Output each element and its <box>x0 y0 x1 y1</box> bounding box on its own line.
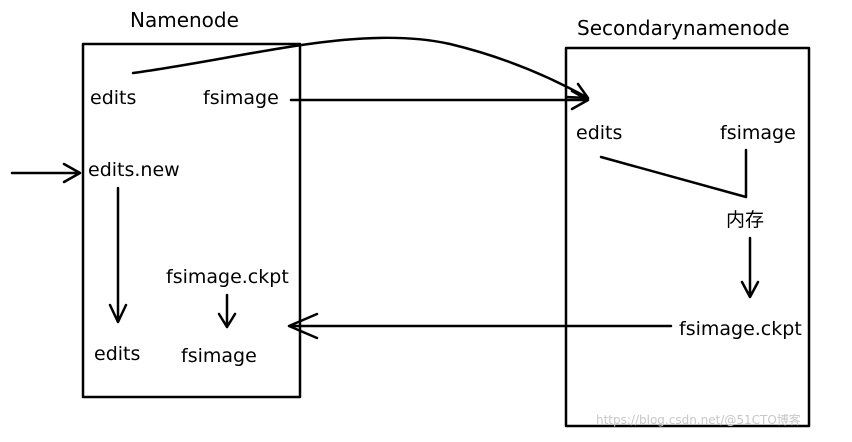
memory-to-ckpt-arrow <box>740 236 760 299</box>
secondary-fsimage-label: fsimage <box>720 122 796 144</box>
secondary-fsimage-ckpt-label: fsimage.ckpt <box>679 318 802 340</box>
watermark: https://blog.csdn.net/@51CTO博客 <box>596 412 801 427</box>
secondary-namenode-box <box>564 46 811 428</box>
merge-lines <box>599 148 748 199</box>
namenode-title: Namenode <box>130 8 239 32</box>
secondary-namenode-title: Secondarynamenode <box>577 16 790 40</box>
namenode-edits-bottom-label: edits <box>94 343 140 365</box>
namenode-box <box>81 42 302 399</box>
namenode-fsimage-label: fsimage <box>203 87 279 109</box>
edits-to-secondary-arrow <box>131 36 590 100</box>
ckpt-return-arrow <box>287 312 673 340</box>
incoming-arrow <box>10 162 82 184</box>
secondary-edits-label: edits <box>576 122 622 144</box>
namenode-fsimage-bottom-label: fsimage <box>181 345 257 367</box>
namenode-fsimage-ckpt-label: fsimage.ckpt <box>166 266 289 288</box>
edits-new-down-arrow <box>108 186 128 324</box>
namenode-edits-new-label: edits.new <box>88 159 180 181</box>
namenode-edits-label: edits <box>90 87 136 109</box>
secondary-memory-label: 内存 <box>726 209 764 231</box>
ckpt-to-fsimage-arrow <box>217 293 237 329</box>
fsimage-to-secondary-arrow <box>289 89 590 111</box>
